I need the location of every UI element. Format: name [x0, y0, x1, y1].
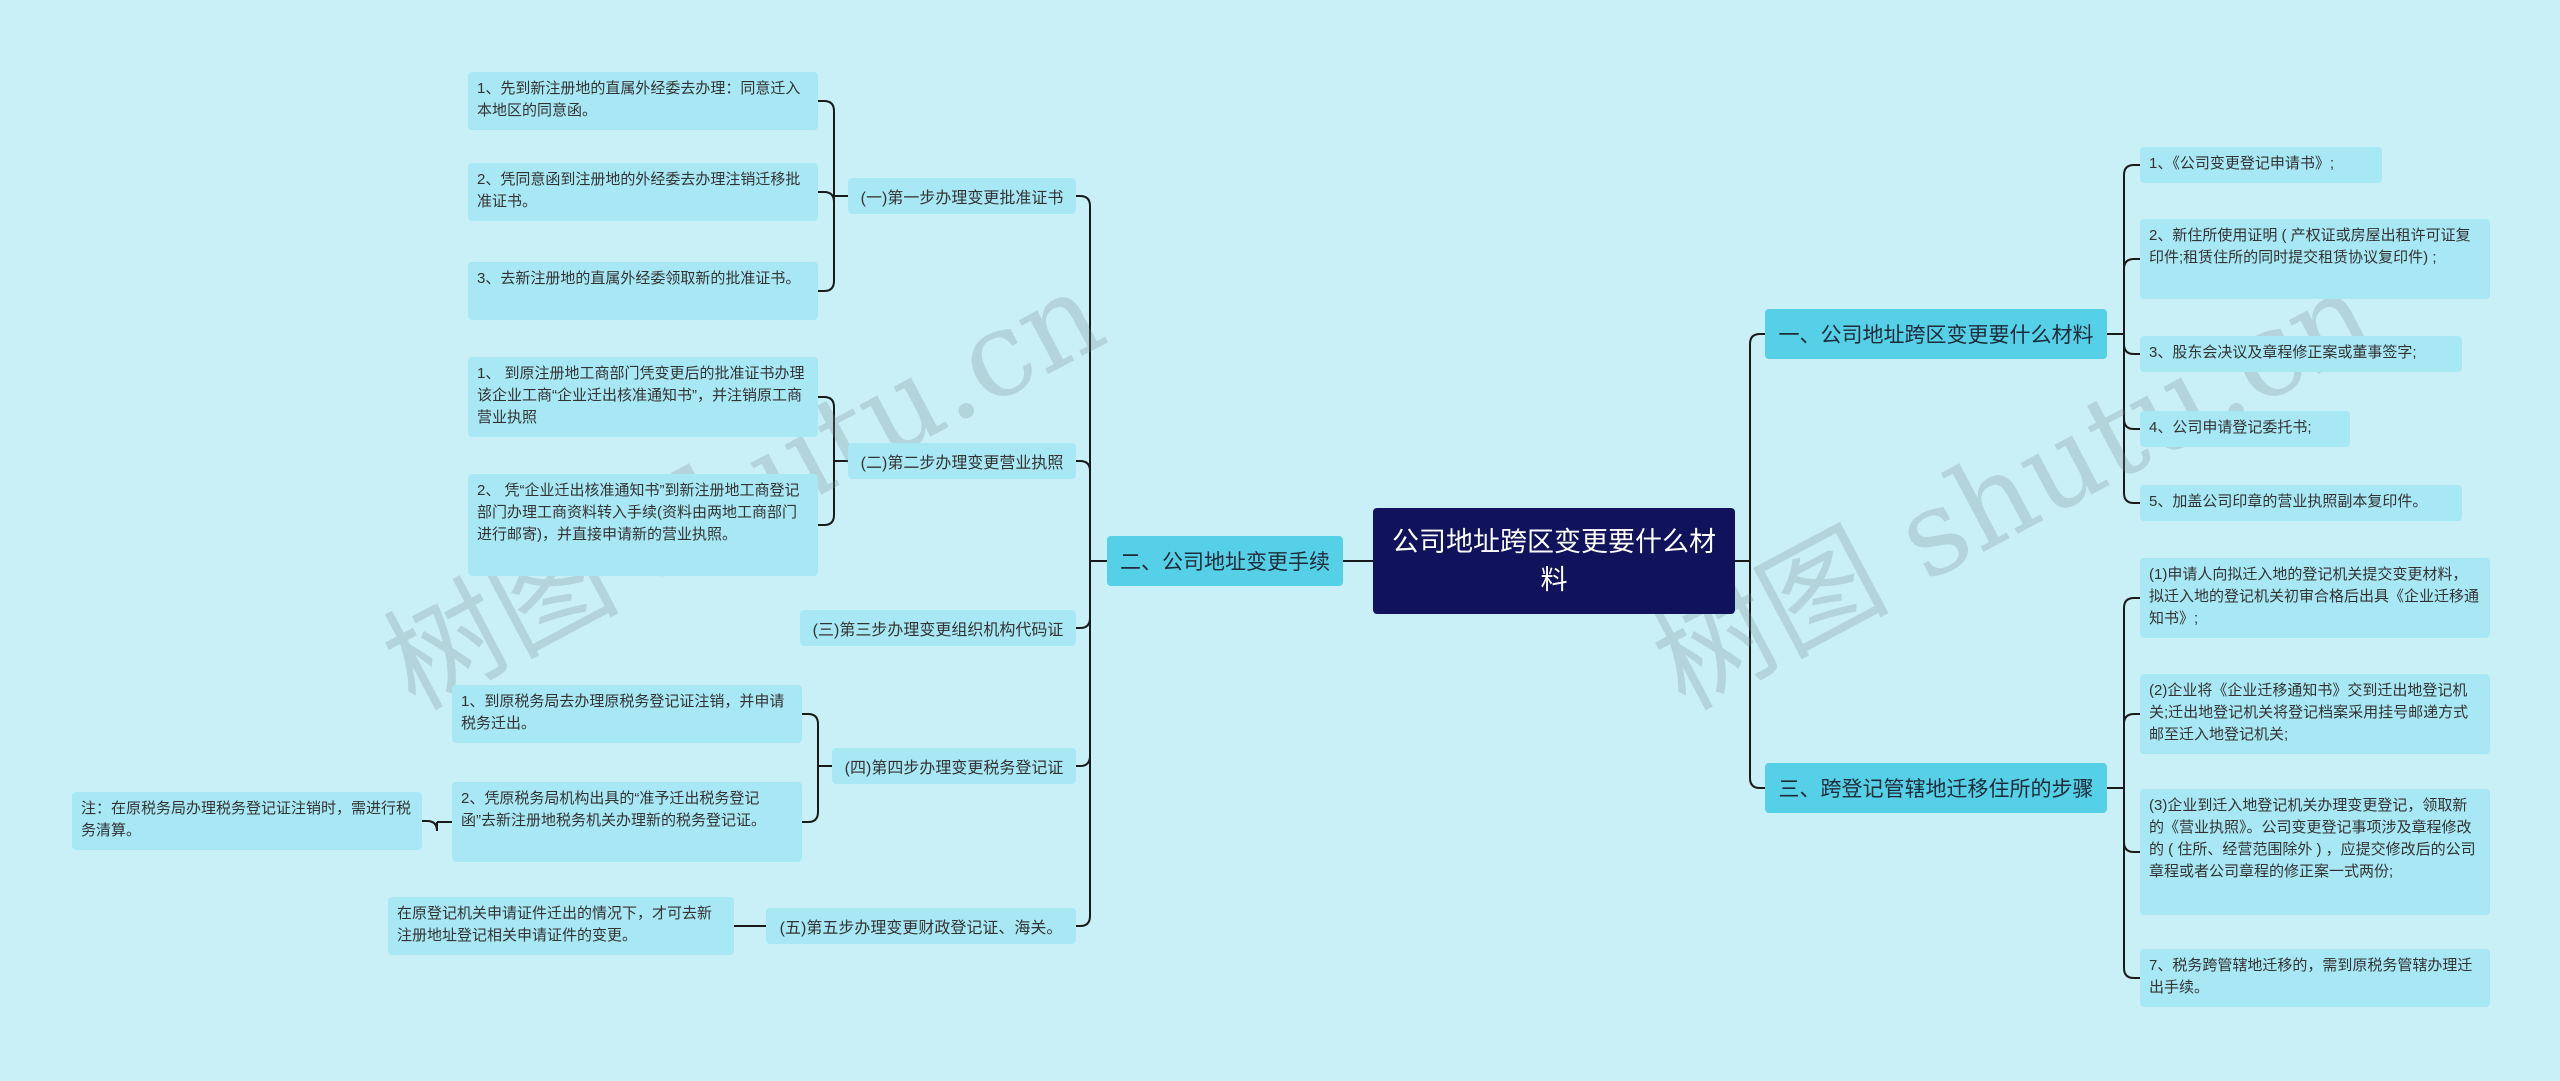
- step-4-item-2[interactable]: 2、凭原税务局机构出具的“准予迁出税务登记函”去新注册地税务机关办理新的税务登记…: [452, 782, 802, 862]
- edge-procedure-link-2: [1076, 460, 1091, 561]
- edge-step1-link-2: [818, 191, 835, 203]
- edge-root-right-link-1: [1749, 333, 1765, 561]
- edge-materials-link-1: [2123, 164, 2140, 334]
- step-3[interactable]: (三)第三步办理变更组织机构代码证: [800, 610, 1076, 646]
- materials-item-1[interactable]: 1、《公司变更登记申请书》;: [2140, 147, 2382, 183]
- edge-materials-link-2: [2123, 258, 2140, 334]
- edge-step4-link-1: [802, 713, 819, 766]
- step-5[interactable]: (五)第五步办理变更财政登记证、海关。: [766, 908, 1076, 944]
- edge-procedure-link-5: [1076, 561, 1091, 927]
- root-topic[interactable]: 公司地址跨区变更要什么材料: [1373, 508, 1735, 614]
- branch-materials[interactable]: 一、公司地址跨区变更要什么材料: [1765, 309, 2107, 359]
- step-4[interactable]: (四)第四步办理变更税务登记证: [832, 748, 1076, 784]
- edge-migration-link-1: [2123, 597, 2140, 788]
- edge-materials-link-4: [2123, 334, 2140, 430]
- step-4-item-1[interactable]: 1、到原税务局去办理原税务登记证注销，并申请税务迁出。: [452, 685, 802, 743]
- edge-root-right-link-2: [1749, 561, 1765, 789]
- edge-step1-link-1: [818, 100, 835, 196]
- edge-step1-link-3: [818, 196, 835, 292]
- edge-procedure-link-4: [1076, 561, 1091, 767]
- materials-item-5[interactable]: 5、加盖公司印章的营业执照副本复印件。: [2140, 485, 2462, 521]
- step-1-item-2[interactable]: 2、凭同意函到注册地的外经委去办理注销迁移批准证书。: [468, 163, 818, 221]
- branch-procedure[interactable]: 二、公司地址变更手续: [1107, 536, 1343, 586]
- edge-procedure-link-1: [1076, 195, 1091, 561]
- materials-item-3[interactable]: 3、股东会决议及章程修正案或董事签字;: [2140, 336, 2462, 372]
- step-1[interactable]: (一)第一步办理变更批准证书: [848, 178, 1076, 214]
- migration-item-4[interactable]: 7、税务跨管辖地迁移的，需到原税务管辖办理迁出手续。: [2140, 949, 2490, 1007]
- step-2-item-2[interactable]: 2、 凭“企业迁出核准通知书”到新注册地工商登记部门办理工商资料转入手续(资料由…: [468, 474, 818, 576]
- materials-item-4[interactable]: 4、公司申请登记委托书;: [2140, 411, 2350, 447]
- edge-migration-link-4: [2123, 788, 2140, 979]
- edge-materials-link-5: [2123, 334, 2140, 504]
- step-2[interactable]: (二)第二步办理变更营业执照: [848, 443, 1076, 479]
- edge-step2-link-1: [818, 396, 835, 461]
- edge-materials-link-3: [2123, 334, 2140, 355]
- step-4-note[interactable]: 注：在原税务局办理税务登记证注销时，需进行税务清算。: [72, 792, 422, 850]
- step-1-item-3[interactable]: 3、去新注册地的直属外经委领取新的批准证书。: [468, 262, 818, 320]
- edge-step4-note-link-1: [422, 820, 438, 832]
- edge-procedure-link-3: [1076, 561, 1091, 629]
- edge-step2-link-2: [818, 461, 835, 526]
- edge-step4-link-2: [802, 766, 819, 823]
- migration-item-1[interactable]: (1)申请人向拟迁入地的登记机关提交变更材料，拟迁入地的登记机关初审合格后出具《…: [2140, 558, 2490, 638]
- step-1-item-1[interactable]: 1、先到新注册地的直属外经委去办理：同意迁入本地区的同意函。: [468, 72, 818, 130]
- edge-migration-link-3: [2123, 788, 2140, 853]
- branch-migration[interactable]: 三、跨登记管辖地迁移住所的步骤: [1765, 763, 2107, 813]
- migration-item-3[interactable]: (3)企业到迁入地登记机关办理变更登记，领取新的《营业执照》。公司变更登记事项涉…: [2140, 789, 2490, 915]
- step-5-item-1[interactable]: 在原登记机关申请证件迁出的情况下，才可去新注册地址登记相关申请证件的变更。: [388, 897, 734, 955]
- migration-item-2[interactable]: (2)企业将《企业迁移通知书》交到迁出地登记机关;迁出地登记机关将登记档案采用挂…: [2140, 674, 2490, 754]
- materials-item-2[interactable]: 2、新住所使用证明 ( 产权证或房屋出租许可证复印件;租赁住所的同时提交租赁协议…: [2140, 219, 2490, 299]
- edge-migration-link-2: [2123, 713, 2140, 788]
- step-2-item-1[interactable]: 1、 到原注册地工商部门凭变更后的批准证书办理该企业工商“企业迁出核准通知书”，…: [468, 357, 818, 437]
